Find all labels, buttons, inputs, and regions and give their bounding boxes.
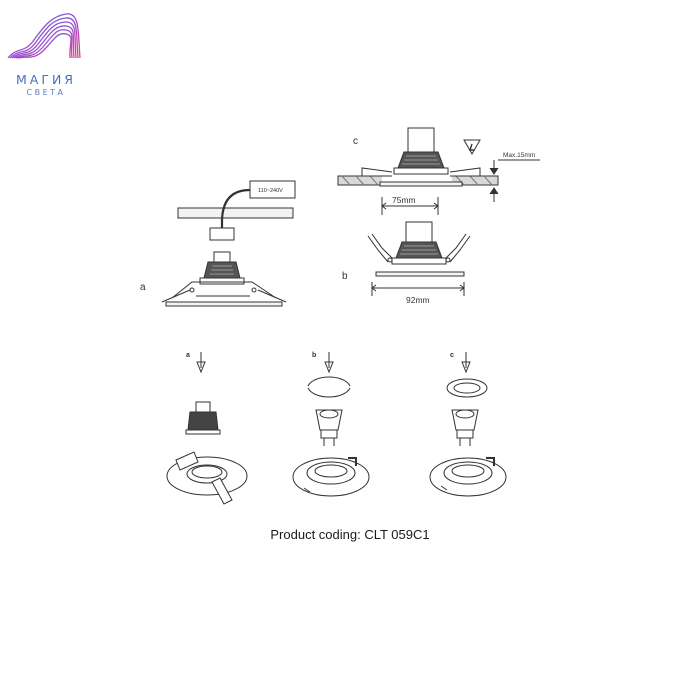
label-figure-c: c [353,136,358,147]
product-coding: Product coding: CLT 059C1 [270,527,430,542]
step-label-c: c [450,352,454,359]
assembly-step-c [429,352,507,497]
wave-logo-icon [7,13,81,59]
step-label-b: b [312,352,316,359]
figure-b-lamp-dimensions [367,221,471,296]
brand-name: МАГИЯ [16,72,76,87]
assembly-step-a [166,352,248,505]
outer-diameter-label: 92mm [406,295,430,305]
step-label-a: a [186,352,190,359]
label-figure-b: b [342,271,348,282]
figure-c-installed-lamp [337,127,540,215]
cutout-dimension-label: 75mm [392,195,416,205]
brand-logo: МАГИЯ СВЕТА [4,6,84,98]
assembly-step-b [292,352,370,497]
label-figure-a: a [140,282,146,293]
figure-a-lamp-with-driver [161,180,296,307]
voltage-label: 110~240V [258,188,283,194]
brand-subname: СВЕТА [26,88,66,97]
max-thickness-label: Max.15mm [503,152,535,159]
